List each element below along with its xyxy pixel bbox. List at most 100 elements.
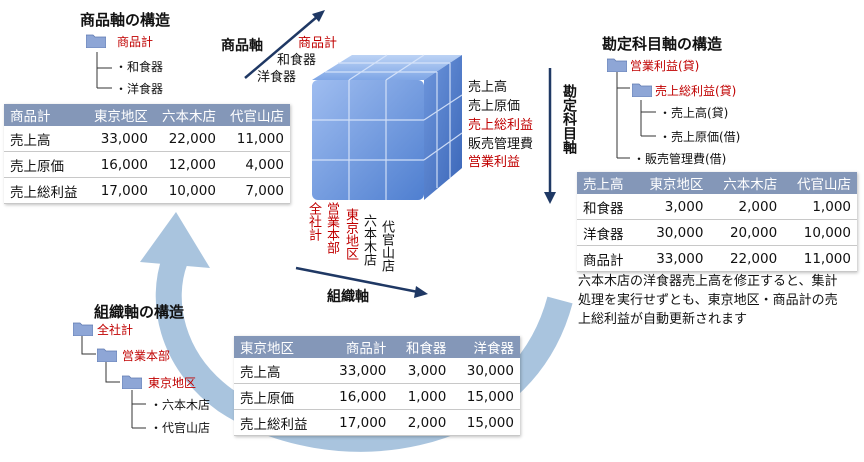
table-cell: 20,000 (709, 219, 784, 246)
table-cell: 30,000 (452, 358, 520, 384)
table-cell: 4,000 (221, 151, 290, 178)
table-cell: 1,000 (783, 194, 857, 220)
account-tree-leaf: ・売上高(貸) (659, 106, 729, 120)
cube-account-item: 売上高 (468, 80, 508, 95)
table-row: 売上高 33,000 22,000 11,000 (4, 126, 290, 152)
product-tree-child: ・和食器 (115, 60, 164, 74)
table-header: 商品計 (324, 336, 393, 358)
table-header: 東京地区 (85, 104, 154, 126)
org-axis-label: 組織軸 (327, 289, 369, 305)
table-cell: 15,000 (452, 383, 520, 410)
table-cell: 16,000 (85, 151, 154, 178)
cycle-arrowhead (140, 212, 210, 268)
table-header: 六本木店 (153, 104, 222, 126)
folder-icon (122, 375, 142, 389)
table-cell: 2,000 (709, 194, 784, 220)
table-cell: 和食器 (577, 194, 636, 220)
table-cell: 売上総利益 (4, 177, 86, 204)
org-table: 東京地区 商品計 和食器 洋食器 売上高 33,000 3,000 30,000… (234, 336, 520, 436)
table-cell: 11,000 (783, 245, 857, 272)
cube-org-item: 六本木店 (361, 214, 376, 266)
product-axis-arrow (244, 15, 319, 79)
cube-product-item: 商品計 (298, 36, 338, 51)
table-row: 売上高 33,000 3,000 30,000 (234, 358, 520, 384)
table-cell: 1,000 (392, 383, 453, 410)
cube-account-item: 販売管理費 (468, 137, 534, 152)
table-cell: 11,000 (221, 126, 290, 152)
table-cell: 売上高 (234, 358, 325, 384)
table-cell: 30,000 (635, 219, 710, 246)
table-row: 売上総利益 17,000 10,000 7,000 (4, 177, 290, 204)
org-structure-title: 組織軸の構造 (94, 303, 185, 321)
product-tree-root: 商品計 (117, 35, 154, 49)
table-cell: 3,000 (392, 358, 453, 384)
account-tree-root: 営業利益(貸) (630, 59, 700, 73)
table-cell: 2,000 (392, 409, 453, 436)
table-cell: 売上総利益 (234, 409, 325, 436)
org-tree-level1: 営業本部 (122, 349, 171, 363)
table-cell: 15,000 (452, 409, 520, 436)
product-structure-title: 商品軸の構造 (80, 11, 171, 29)
table-row: 売上原価 16,000 12,000 4,000 (4, 151, 290, 178)
folder-icon (97, 348, 117, 362)
table-row: 売上総利益 17,000 2,000 15,000 (234, 409, 520, 436)
table-header: 商品計 (4, 104, 86, 126)
table-header: 代官山店 (783, 172, 857, 194)
table-cell: 17,000 (324, 409, 393, 436)
table-row: 商品計 33,000 22,000 11,000 (577, 245, 857, 272)
product-table: 商品計 東京地区 六本木店 代官山店 売上高 33,000 22,000 11,… (4, 104, 290, 204)
table-cell: 33,000 (324, 358, 393, 384)
cube-account-item: 営業利益 (468, 155, 521, 170)
cube-product-item: 和食器 (277, 53, 317, 68)
table-cell: 33,000 (85, 126, 154, 152)
folder-icon (607, 58, 627, 72)
table-cell: 売上高 (4, 126, 86, 152)
cube-account-item: 売上総利益 (468, 118, 534, 133)
cube-org-item: 代官山店 (379, 220, 394, 272)
explanation-note: 六本木店の洋食器売上高を修正すると、集計処理を実行せずとも、東京地区・商品計の売… (578, 274, 838, 327)
org-axis-arrow (295, 266, 419, 294)
table-cell: 22,000 (709, 245, 784, 272)
table-cell: 17,000 (85, 177, 154, 204)
org-tree-level2: 東京地区 (148, 376, 197, 390)
table-header: 六本木店 (709, 172, 784, 194)
folder-icon (632, 83, 652, 97)
table-header: 東京地区 (635, 172, 710, 194)
table-row: 洋食器 30,000 20,000 10,000 (577, 219, 857, 246)
table-row: 売上原価 16,000 1,000 15,000 (234, 383, 520, 410)
account-structure-title: 勘定科目軸の構造 (602, 35, 723, 53)
table-header: 洋食器 (452, 336, 520, 358)
cube-org-item: 東京地区 (343, 208, 358, 260)
table-header: 東京地区 (234, 336, 325, 358)
data-cube (312, 54, 463, 200)
table-cell: 10,000 (783, 219, 857, 246)
table-row: 和食器 3,000 2,000 1,000 (577, 194, 857, 220)
table-cell: 16,000 (324, 383, 393, 410)
account-table: 売上高 東京地区 六本木店 代官山店 和食器 3,000 2,000 1,000… (577, 172, 857, 272)
table-header: 売上高 (577, 172, 636, 194)
account-tree-child: 売上総利益(貸) (655, 84, 737, 98)
cube-account-item: 売上原価 (468, 99, 521, 114)
table-cell: 7,000 (221, 177, 290, 204)
product-tree-child: ・洋食器 (115, 82, 164, 96)
table-header: 和食器 (392, 336, 453, 358)
table-header: 代官山店 (221, 104, 290, 126)
org-tree-root: 全社計 (97, 323, 134, 337)
cube-product-item: 洋食器 (257, 70, 297, 85)
folder-icon (73, 322, 93, 336)
table-cell: 10,000 (153, 177, 222, 204)
table-cell: 22,000 (153, 126, 222, 152)
table-cell: 商品計 (577, 245, 636, 272)
org-tree-leaf: ・代官山店 (150, 421, 211, 435)
cube-org-item: 営業本部 (324, 202, 339, 254)
table-cell: 売上原価 (4, 151, 86, 178)
product-axis-label: 商品軸 (221, 38, 263, 54)
org-tree-leaf: ・六本木店 (150, 398, 211, 412)
table-cell: 33,000 (635, 245, 710, 272)
table-cell: 売上原価 (234, 383, 325, 410)
table-cell: 洋食器 (577, 219, 636, 246)
cube-org-item: 全社計 (306, 202, 321, 241)
folder-icon (86, 34, 106, 48)
table-cell: 3,000 (635, 194, 710, 220)
table-cell: 12,000 (153, 151, 222, 178)
